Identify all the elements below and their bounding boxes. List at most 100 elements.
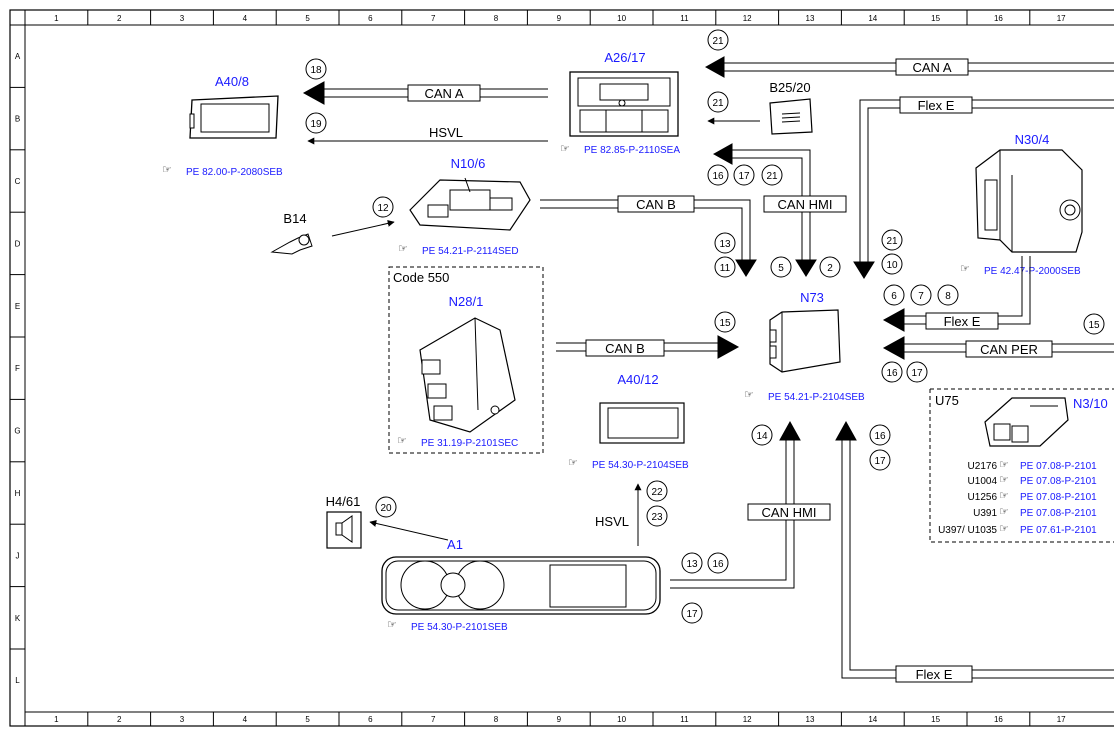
n30-4-label: N30/4	[1015, 132, 1050, 147]
marker[interactable]: 2	[819, 256, 841, 278]
marker-number: 12	[377, 203, 389, 214]
can-a-top-box	[895, 58, 969, 76]
marker[interactable]: 23	[646, 505, 668, 527]
can-a-left-box	[407, 84, 481, 102]
b25-20-sensor[interactable]	[769, 98, 813, 135]
can-b-n28-box	[585, 339, 665, 357]
marker[interactable]: 22	[646, 480, 668, 502]
marker[interactable]: 16	[881, 361, 903, 383]
grid-column-label: 4	[243, 14, 248, 23]
marker[interactable]: 11	[714, 256, 736, 278]
ref-hand-icon: ☞	[999, 490, 1009, 502]
b14-signal-line[interactable]	[331, 219, 395, 237]
n3-10-ref-row[interactable]: U1256 ☞ PE 07.08-P-2101	[968, 490, 1098, 503]
marker[interactable]: 6	[883, 284, 905, 306]
can-per-bus[interactable]	[882, 336, 1114, 360]
n3-10-module[interactable]	[984, 397, 1069, 447]
marker[interactable]: 21	[707, 29, 729, 51]
marker[interactable]: 5	[770, 256, 792, 278]
ref-hand-icon: ☞	[568, 457, 578, 469]
h4-61-signal-line[interactable]	[369, 520, 449, 541]
marker-number: 17	[686, 609, 698, 620]
marker-number: 22	[651, 487, 663, 498]
marker[interactable]: 17	[906, 361, 928, 383]
marker[interactable]: 7	[910, 284, 932, 306]
marker[interactable]: 10	[881, 253, 903, 275]
a40-8-ref[interactable]: PE 82.00-P-2080SEB	[186, 167, 283, 178]
n3-10-label: N3/10	[1073, 396, 1108, 411]
grid-column-label: 8	[494, 715, 499, 724]
marker[interactable]: 18	[305, 58, 327, 80]
marker-number: 13	[719, 239, 731, 250]
n3-10-ref-row[interactable]: U1004 ☞ PE 07.08-P-2101	[968, 474, 1098, 487]
n3-10-ref-row[interactable]: U397/ U1035 ☞ PE 07.61-P-2101	[938, 523, 1097, 536]
marker-number: 17	[874, 456, 886, 467]
n3-10-ref[interactable]: PE 07.61-P-2101	[1020, 525, 1097, 536]
marker-number: 13	[686, 559, 698, 570]
marker[interactable]: 16	[707, 552, 729, 574]
n3-10-ref[interactable]: PE 07.08-P-2101	[1020, 461, 1097, 472]
ref-hand-icon: ☞	[398, 243, 408, 255]
a40-12-label: A40/12	[617, 372, 658, 387]
marker[interactable]: 15	[1083, 313, 1105, 335]
n30-4-module[interactable]	[975, 149, 1083, 253]
marker[interactable]: 21	[707, 91, 729, 113]
a1-ref[interactable]: PE 54.30-P-2101SEB	[411, 622, 508, 633]
marker[interactable]: 17	[733, 164, 755, 186]
a40-12-display[interactable]	[599, 402, 685, 444]
can-b-n10-label: CAN B	[636, 197, 676, 212]
marker[interactable]: 13	[714, 232, 736, 254]
grid-column-label: 12	[743, 715, 752, 724]
marker[interactable]: 8	[937, 284, 959, 306]
n3-10-ref[interactable]: PE 07.08-P-2101	[1020, 492, 1097, 503]
n3-10-ref-row[interactable]: U2176 ☞ PE 07.08-P-2101	[968, 459, 1098, 472]
grid-column-label: 16	[994, 715, 1003, 724]
marker-number: 16	[712, 559, 724, 570]
can-hmi-top-bus[interactable]	[712, 143, 817, 277]
a40-8-display[interactable]	[189, 95, 279, 139]
marker[interactable]: 16	[707, 164, 729, 186]
grid-row-label: L	[15, 676, 20, 685]
can-hmi-bottom-bus[interactable]	[670, 420, 801, 589]
a26-17-unit[interactable]	[569, 71, 679, 137]
marker[interactable]: 13	[681, 552, 703, 574]
n10-6-ref[interactable]: PE 54.21-P-2114SED	[422, 246, 519, 257]
can-b-n10-bus[interactable]	[540, 199, 757, 277]
a1-label: A1	[447, 537, 463, 552]
marker[interactable]: 14	[751, 424, 773, 446]
marker[interactable]: 12	[372, 196, 394, 218]
n30-4-ref[interactable]: PE 42.47-P-2000SEB	[984, 266, 1081, 277]
a40-12-ref[interactable]: PE 54.30-P-2104SEB	[592, 460, 689, 471]
n3-10-ref[interactable]: PE 07.08-P-2101	[1020, 508, 1097, 519]
n10-6-module[interactable]	[409, 177, 531, 231]
code-550-boundary	[388, 266, 544, 454]
ref-hand-icon: ☞	[999, 506, 1009, 518]
marker[interactable]: 17	[681, 602, 703, 624]
h4-61-speaker[interactable]	[326, 511, 362, 549]
a1-instrument-cluster[interactable]	[381, 556, 661, 615]
n73-ref[interactable]: PE 54.21-P-2104SEB	[768, 392, 865, 403]
grid-column-label: 10	[617, 14, 626, 23]
b14-sensor[interactable]	[270, 233, 313, 255]
marker[interactable]: 19	[305, 112, 327, 134]
marker[interactable]: 17	[869, 449, 891, 471]
can-hmi-bottom-box	[747, 503, 831, 521]
marker[interactable]: 21	[881, 229, 903, 251]
marker[interactable]: 16	[869, 424, 891, 446]
can-hmi-top-label: CAN HMI	[778, 197, 833, 212]
flex-e-top-label: Flex E	[918, 98, 955, 113]
n73-module[interactable]	[769, 309, 841, 373]
marker[interactable]: 15	[714, 311, 736, 333]
n3-10-ref[interactable]: PE 07.08-P-2101	[1020, 476, 1097, 487]
flex-e-bottom-bus[interactable]	[835, 420, 1114, 679]
n3-10-ref-row[interactable]: U391 ☞ PE 07.08-P-2101	[973, 506, 1097, 519]
marker[interactable]: 21	[761, 164, 783, 186]
n28-1-module[interactable]	[419, 317, 516, 433]
grid-row-label: A	[15, 52, 21, 61]
marker-number: 21	[712, 98, 724, 109]
n28-1-ref[interactable]: PE 31.19-P-2101SEC	[421, 438, 518, 449]
a26-17-ref[interactable]: PE 82.85-P-2110SEA	[584, 145, 680, 156]
flex-e-top-bus[interactable]	[853, 99, 1114, 279]
marker[interactable]: 20	[375, 496, 397, 518]
